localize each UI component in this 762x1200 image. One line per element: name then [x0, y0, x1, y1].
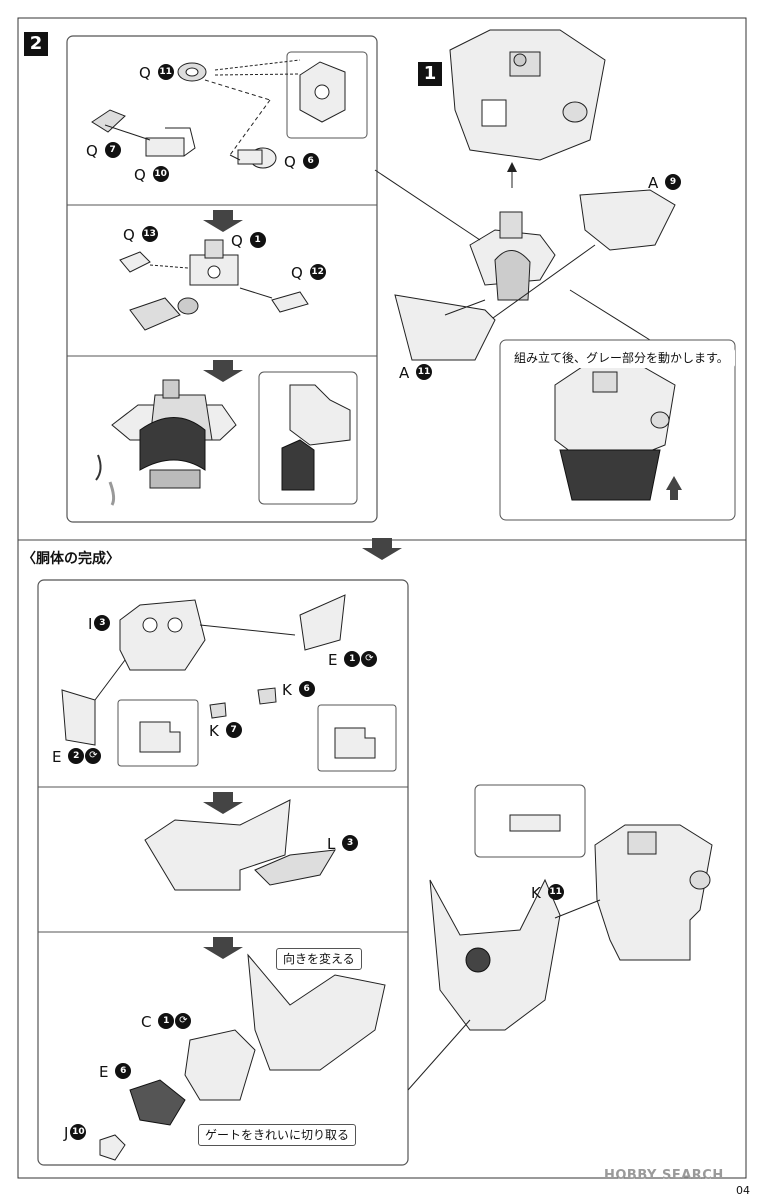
- q12-part: [271, 291, 309, 313]
- cut-icon: ⟳: [175, 1013, 192, 1029]
- label-e1: E 1⟳: [328, 651, 378, 669]
- torso-grey-demo: [554, 364, 676, 501]
- label-q10: Q 10: [134, 166, 169, 184]
- step-number-main: 2: [24, 32, 48, 56]
- label-k6: K 6: [282, 681, 315, 699]
- torso-front-assembly: [99, 953, 386, 1161]
- gate-note: ゲートをきれいに切り取る: [198, 1124, 357, 1146]
- page-frame: [17, 17, 747, 1179]
- torso-mid-assembly: [144, 799, 336, 891]
- e2-part: [61, 689, 96, 746]
- k6-part: [257, 687, 277, 705]
- step2-panel: [66, 35, 378, 523]
- label-a9: A 9: [648, 174, 682, 192]
- step-number-inner: 1: [418, 62, 442, 86]
- label-e6: E 6: [99, 1063, 132, 1081]
- torso-panel: [37, 579, 409, 1166]
- up-arrow-icon: [666, 476, 682, 500]
- a9-part: [579, 189, 676, 251]
- grey-move-note: 組み立て後、グレー部分を動かします。: [508, 348, 735, 368]
- label-q13: Q 13: [123, 226, 158, 244]
- turn-note: 向きを変える: [276, 948, 362, 970]
- cut-icon: ⟳: [85, 748, 102, 764]
- q-assembly-mid: [469, 211, 556, 301]
- e1-part: [299, 594, 346, 651]
- label-e2: E 2⟳: [52, 748, 102, 766]
- torso-complete-left: [429, 878, 561, 1031]
- label-c1: C 1⟳: [141, 1013, 192, 1031]
- cut-icon: ⟳: [361, 651, 378, 667]
- q1-part: [189, 239, 239, 286]
- q6-part: [237, 147, 277, 169]
- sub2-lower-part: [129, 297, 199, 331]
- arrow-q7: [104, 124, 151, 141]
- torso-complete-right: [594, 824, 713, 961]
- section-down-arrow: [362, 538, 402, 560]
- k7-part: [209, 702, 227, 719]
- sub3-assembly: [111, 379, 237, 489]
- a11-part: [394, 294, 496, 361]
- label-k7: K 7: [209, 722, 242, 740]
- q7-part: [91, 109, 126, 133]
- q13-part: [119, 251, 151, 273]
- label-a11: A 11: [399, 364, 433, 382]
- section-title: 〈胴体の完成〉: [22, 551, 120, 567]
- label-q11: Q 11: [139, 64, 174, 82]
- q11-part: [177, 62, 207, 82]
- label-q6: Q 6: [284, 153, 319, 171]
- torso-upper-assembly-top: [449, 29, 606, 161]
- label-k11: K 11: [531, 884, 564, 902]
- label-l3: L 3: [327, 835, 359, 853]
- label-q1: Q 1: [231, 232, 266, 250]
- step-down-arrow-2: [203, 360, 243, 382]
- page-number: 04: [736, 1184, 750, 1197]
- label-q7: Q 7: [86, 142, 121, 160]
- q10-part: [145, 127, 196, 157]
- step-down-arrow-1: [203, 210, 243, 232]
- label-q12: Q 12: [291, 264, 326, 282]
- i3-part: [119, 599, 206, 671]
- watermark: HOBBY SEARCH: [604, 1168, 724, 1183]
